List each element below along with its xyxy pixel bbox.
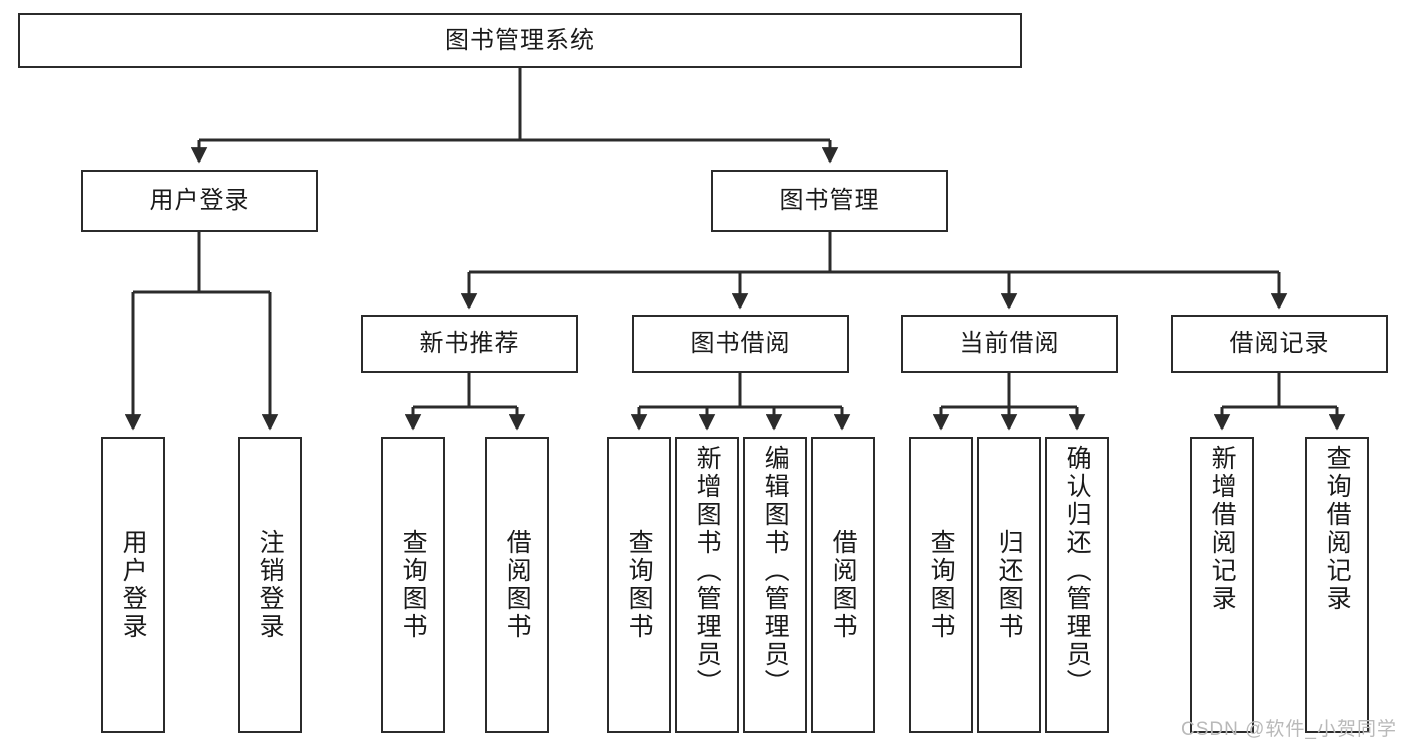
leaf-new-book-borrow[interactable]: 借阅图书 bbox=[485, 437, 549, 733]
node-label: 图书借阅 bbox=[690, 330, 791, 358]
leaf-edit-book-admin[interactable]: 编辑图书（管理员） bbox=[743, 437, 807, 733]
node-label: 图书管理 bbox=[779, 187, 880, 215]
node-label: 新增借阅记录 bbox=[1208, 445, 1237, 613]
node-label: 借阅记录 bbox=[1229, 330, 1330, 358]
leaf-query-borrow-record[interactable]: 查询借阅记录 bbox=[1305, 437, 1369, 733]
leaf-borrow-query-book[interactable]: 查询图书 bbox=[607, 437, 671, 733]
leaf-current-query-book[interactable]: 查询图书 bbox=[909, 437, 973, 733]
node-book-management[interactable]: 图书管理 bbox=[711, 170, 948, 232]
leaf-user-login[interactable]: 用户登录 bbox=[101, 437, 165, 733]
leaf-add-book-admin[interactable]: 新增图书（管理员） bbox=[675, 437, 739, 733]
node-user-login[interactable]: 用户登录 bbox=[81, 170, 318, 232]
leaf-return-book[interactable]: 归还图书 bbox=[977, 437, 1041, 733]
node-label: 用户登录 bbox=[149, 187, 250, 215]
node-label: 注销登录 bbox=[256, 529, 285, 641]
leaf-new-book-query[interactable]: 查询图书 bbox=[381, 437, 445, 733]
node-label: 确认归还（管理员） bbox=[1063, 445, 1092, 697]
leaf-add-borrow-record[interactable]: 新增借阅记录 bbox=[1190, 437, 1254, 733]
leaf-borrow-book[interactable]: 借阅图书 bbox=[811, 437, 875, 733]
node-label: 新增图书（管理员） bbox=[693, 445, 722, 697]
node-label: 当前借阅 bbox=[959, 330, 1060, 358]
node-label: 新书推荐 bbox=[419, 330, 520, 358]
node-label: 查询图书 bbox=[399, 529, 428, 641]
node-label: 编辑图书（管理员） bbox=[761, 445, 790, 697]
node-book-borrow[interactable]: 图书借阅 bbox=[632, 315, 849, 373]
node-label: 借阅图书 bbox=[503, 529, 532, 641]
node-label: 查询借阅记录 bbox=[1323, 445, 1352, 613]
node-borrow-record[interactable]: 借阅记录 bbox=[1171, 315, 1388, 373]
node-label: 查询图书 bbox=[927, 529, 956, 641]
node-label: 借阅图书 bbox=[829, 529, 858, 641]
leaf-confirm-return-admin[interactable]: 确认归还（管理员） bbox=[1045, 437, 1109, 733]
node-root-system[interactable]: 图书管理系统 bbox=[18, 13, 1022, 68]
node-label: 用户登录 bbox=[119, 529, 148, 641]
leaf-logout[interactable]: 注销登录 bbox=[238, 437, 302, 733]
node-label: 图书管理系统 bbox=[445, 26, 595, 54]
node-current-borrow[interactable]: 当前借阅 bbox=[901, 315, 1118, 373]
node-label: 归还图书 bbox=[995, 529, 1024, 641]
node-new-book-recommend[interactable]: 新书推荐 bbox=[361, 315, 578, 373]
node-label: 查询图书 bbox=[625, 529, 654, 641]
